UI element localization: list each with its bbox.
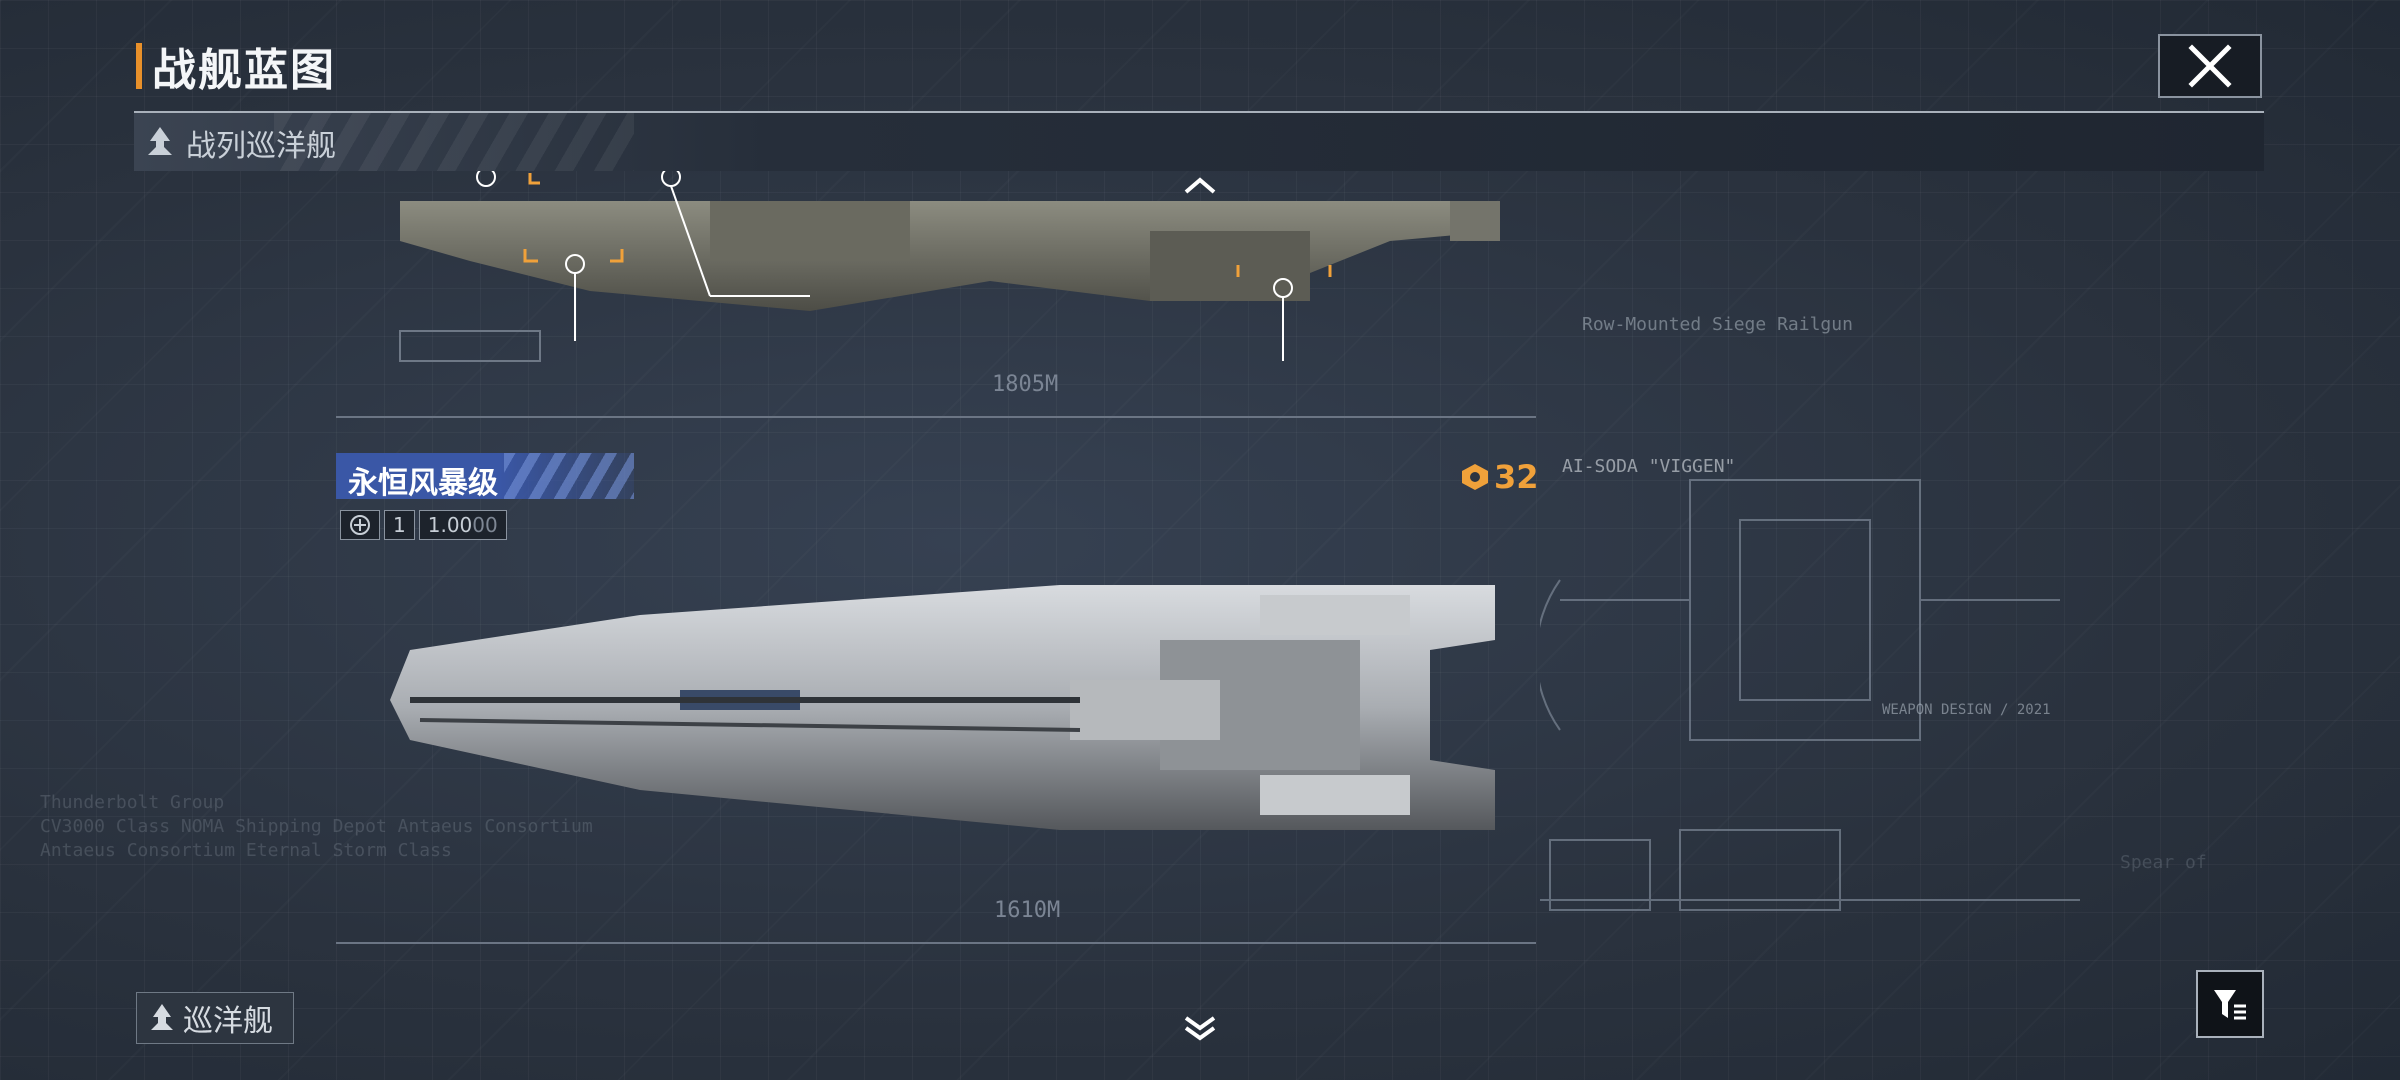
category-label: 战列巡洋舰 bbox=[186, 129, 336, 164]
page-header: 战舰蓝图 bbox=[136, 40, 336, 96]
page-title: 战舰蓝图 bbox=[152, 45, 336, 96]
ship-ruler bbox=[336, 918, 1536, 944]
category-bar[interactable]: 战列巡洋舰 bbox=[134, 113, 2264, 171]
ship-value-suffix: 00 bbox=[472, 513, 498, 537]
bg-text: Spear of bbox=[2120, 852, 2207, 873]
bg-text: CV3000 Class NOMA Shipping Depot Antaeus… bbox=[40, 816, 593, 837]
ship-length: 1610M bbox=[994, 898, 1061, 923]
scroll-down-icon[interactable] bbox=[1182, 1012, 1218, 1042]
blueprint-schematic bbox=[1540, 479, 2080, 911]
score-badge-icon bbox=[1462, 464, 1488, 490]
ship-name-tag[interactable]: 永恒风暴级 bbox=[336, 453, 634, 501]
ship-emblem-icon bbox=[350, 515, 370, 535]
upper-ship-length: 1805M bbox=[992, 372, 1059, 397]
spec-label: AI-SODA "VIGGEN" bbox=[1562, 456, 1736, 477]
category-bar-stripes bbox=[274, 113, 634, 171]
close-icon bbox=[2188, 44, 2232, 88]
upper-ship-ruler bbox=[336, 392, 1536, 418]
cruiser-class-icon bbox=[151, 1004, 173, 1030]
ship-score: 32 bbox=[1460, 458, 1539, 496]
bg-text: Antaeus Consortium Eternal Storm Class bbox=[40, 840, 452, 861]
ship-value: 1.00 00 bbox=[418, 510, 507, 540]
ship-type-icon-box bbox=[340, 510, 380, 540]
score-value: 32 bbox=[1494, 458, 1539, 496]
cruiser-class-icon bbox=[148, 127, 172, 155]
cruiser-class-button[interactable]: 巡洋舰 bbox=[136, 992, 294, 1044]
ship-meta: 1 1.00 00 bbox=[340, 510, 507, 540]
ship-level: 1 bbox=[384, 510, 415, 540]
upper-ship-blueprint[interactable] bbox=[390, 171, 1520, 371]
filter-icon bbox=[2214, 990, 2246, 1020]
filter-button[interactable] bbox=[2196, 970, 2264, 1038]
selected-ship-blueprint[interactable] bbox=[380, 560, 1510, 860]
ship-value-main: 1.00 bbox=[427, 513, 473, 537]
bg-text: Thunderbolt Group bbox=[40, 792, 225, 813]
header-divider bbox=[134, 111, 2264, 113]
scroll-up-icon[interactable] bbox=[1182, 176, 1218, 196]
title-accent bbox=[136, 43, 142, 89]
ship-name: 永恒风暴级 bbox=[348, 466, 498, 501]
close-button[interactable] bbox=[2158, 34, 2262, 98]
design-label: WEAPON DESIGN / 2021 bbox=[1882, 702, 2051, 718]
weapon-label: Row-Mounted Siege Railgun bbox=[1582, 314, 1853, 335]
cruiser-class-label: 巡洋舰 bbox=[183, 1004, 273, 1039]
